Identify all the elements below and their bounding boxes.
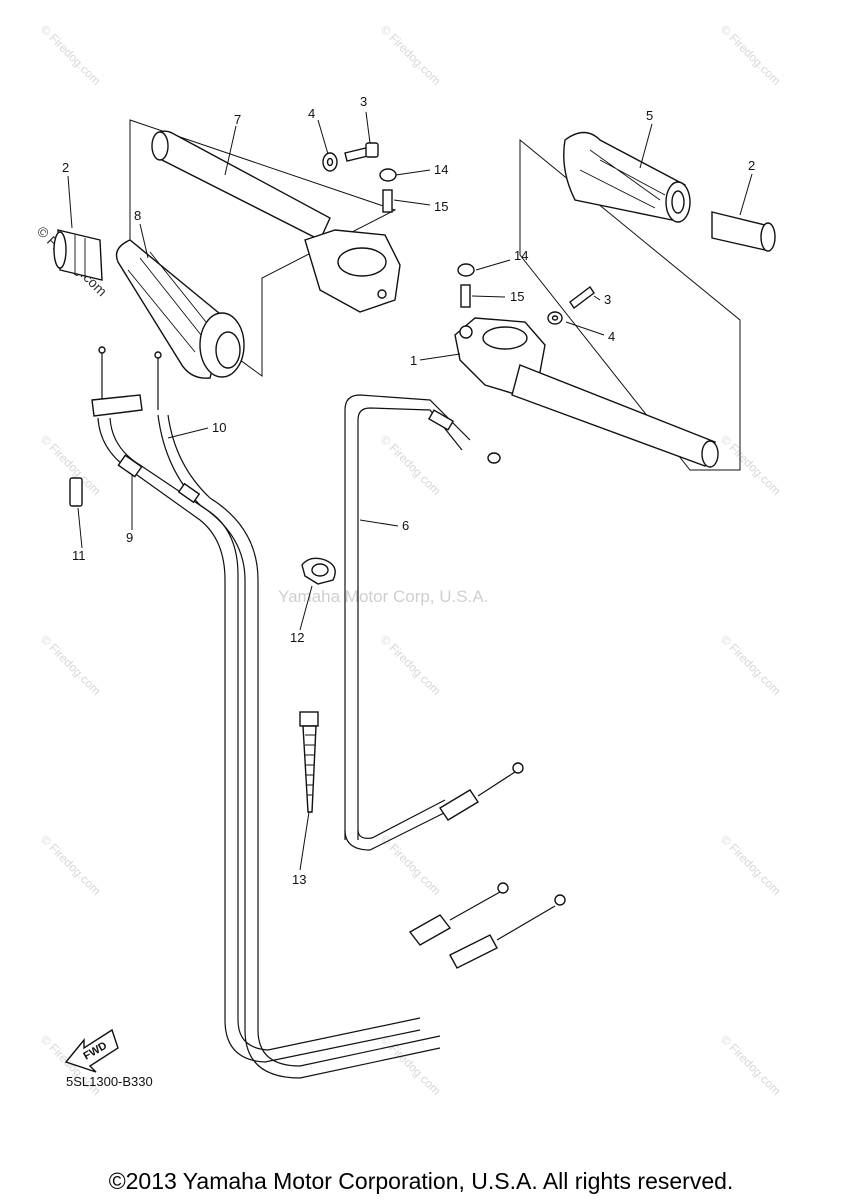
callout-2: 2 [748,158,755,173]
callout-8: 8 [134,208,141,223]
callout-14: 14 [514,248,528,263]
watermark: © Firedog.com [38,832,104,898]
diagram-code: 5SL1300-B330 [66,1074,153,1089]
watermark: © Firedog.com [718,632,784,698]
callout-4: 4 [608,329,615,344]
part-2-bar-ends [53,211,776,281]
part-hardware [69,142,595,507]
part-8-left-grip [115,239,245,379]
callout-2: 2 [62,160,69,175]
callout-7: 7 [234,112,241,127]
callout-12: 12 [290,630,304,645]
callout-9: 9 [126,530,133,545]
callout-14: 14 [434,162,448,177]
part-1-right-handlebar [454,138,741,471]
callout-10: 10 [212,420,226,435]
watermark: © Firedog.com [378,22,444,88]
copyright-footer: ©2013 Yamaha Motor Corporation, U.S.A. A… [108,1168,734,1194]
cable-ends [408,882,566,969]
leader-lines [67,111,753,871]
watermark: © Firedog.com [718,832,784,898]
callout-15: 15 [434,199,448,214]
callout-1: 1 [410,353,417,368]
watermark: © Firedog.com [378,432,444,498]
watermark: © Firedog.com [38,22,104,88]
callout-4: 4 [308,106,315,121]
callout-5: 5 [646,108,653,123]
watermark: © Firedog.com [718,1032,784,1098]
watermark: © Firedog.com [378,832,444,898]
callout-3: 3 [360,94,367,109]
part-5-right-grip [563,131,691,223]
callout-numbers: 7 4 3 14 15 2 8 5 2 14 15 3 4 1 10 6 9 1… [62,94,755,887]
part-12-cable-clamp [301,557,336,585]
callout-13: 13 [292,872,306,887]
part-6-clutch-cable [344,394,524,851]
callout-6: 6 [402,518,409,533]
watermark: © Firedog.com [718,22,784,88]
part-10-throttle-cables [91,346,441,1079]
callout-15: 15 [510,289,524,304]
watermark: © Firedog.com [378,632,444,698]
watermark: © Firedog.com [718,432,784,498]
center-watermark: Yamaha Motor Corp, U.S.A. [278,587,488,606]
callout-11: 11 [72,548,86,563]
callout-3: 3 [604,292,611,307]
part-13-cable-tie [299,711,319,813]
fwd-arrow-icon: FWD [64,1028,119,1073]
watermark: © Firedog.com [38,632,104,698]
